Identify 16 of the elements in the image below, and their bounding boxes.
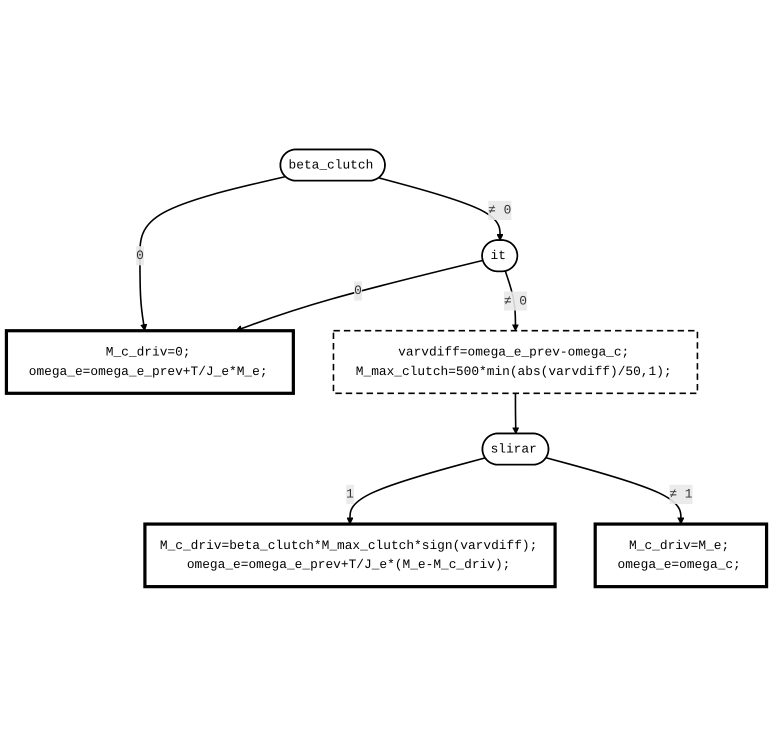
edge-label: ≠ 1 <box>669 488 692 502</box>
node-box: M_c_driv=0; omega_e=omega_e_prev+T/J_e*M_e; <box>4 330 295 396</box>
edge-label: 0 <box>136 248 144 264</box>
edge-label: 1 <box>346 488 354 502</box>
node-box: M_c_driv=beta_clutch*M_max_clutch*sign(varvdiff); omega_e=omega_e_prev+T/J_e*(M_e-M_c_driv); <box>143 522 557 589</box>
arrow <box>139 176 286 332</box>
arrow <box>504 272 519 332</box>
arrow <box>512 394 520 435</box>
arrow <box>378 178 504 242</box>
edge-label: ≠ 0 <box>488 204 512 218</box>
edge-label: 0 <box>354 284 362 299</box>
edge-label: ≠ 0 <box>504 294 527 309</box>
arrow <box>546 458 684 525</box>
node-box: varvdiff=omega_e_prev-omega_c; M_max_clutch=500*min(abs(varvdiff)/50,1); <box>332 330 698 395</box>
arrow <box>346 458 486 525</box>
node-box: M_c_driv=M_e; omega_e=omega_c; <box>594 522 768 589</box>
